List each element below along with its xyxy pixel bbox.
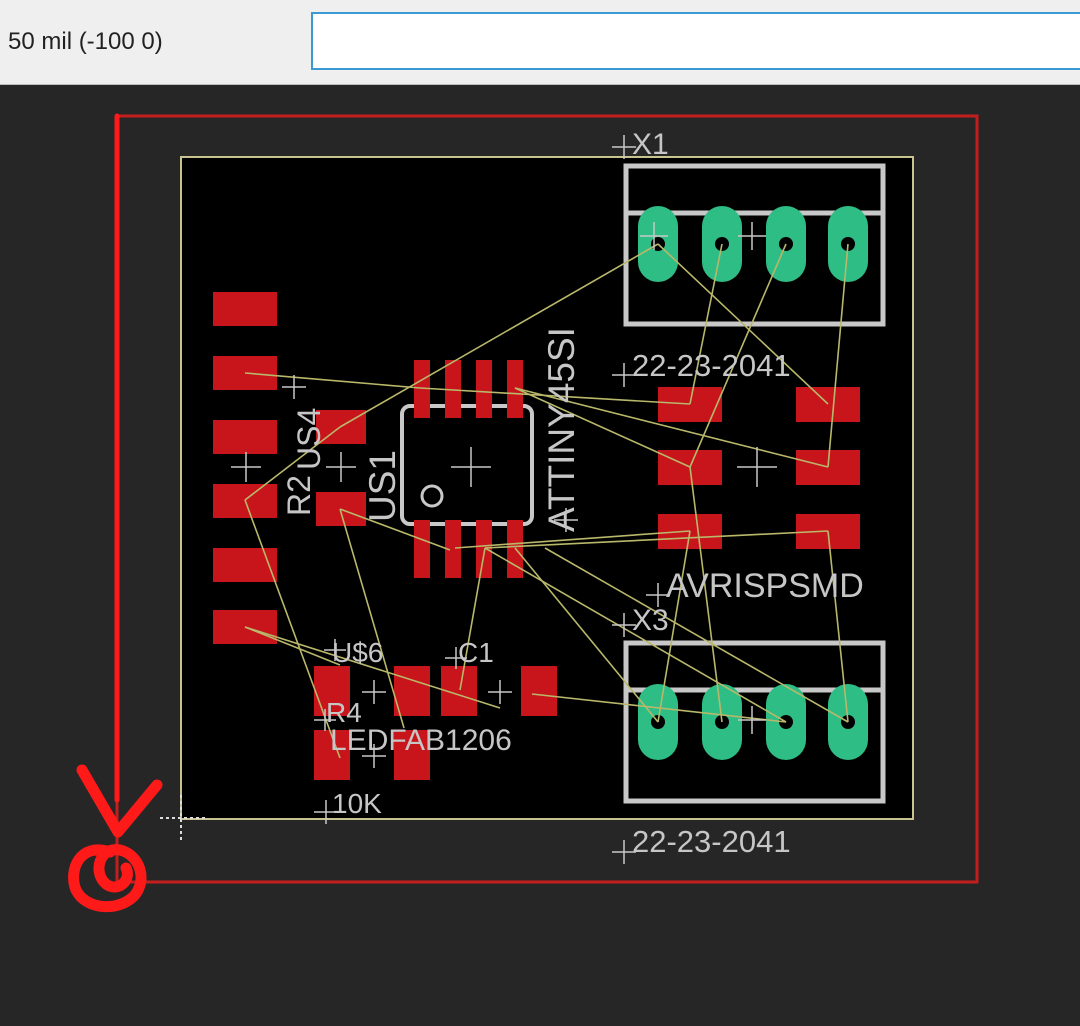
hand-annotation — [68, 113, 163, 913]
label-r2: R2 — [281, 475, 317, 516]
command-toolbar: 50 mil (-100 0) — [0, 0, 1080, 85]
smd-pads-small-parts[interactable] — [314, 666, 557, 780]
command-input[interactable] — [311, 12, 1080, 70]
label-c1: C1 — [458, 637, 494, 668]
coordinate-readout: 50 mil (-100 0) — [8, 28, 163, 55]
smd-pads-ic[interactable] — [414, 360, 523, 578]
label-ic-value: ATTINY45SI — [541, 327, 582, 532]
label-x1: X1 — [632, 128, 669, 161]
ic-body[interactable] — [400, 404, 534, 526]
board-canvas[interactable]: X1 22-23-2041 X3 22-23-2041 AVRISPSMD AT… — [0, 85, 1080, 1026]
origin-crosses — [231, 135, 777, 864]
label-x3: X3 — [632, 604, 669, 637]
label-us6: U$6 — [332, 637, 383, 668]
smd-pads-avrisp[interactable] — [658, 387, 860, 549]
label-x1-value: 22-23-2041 — [632, 348, 791, 383]
airwires — [244, 243, 849, 759]
label-r4: R4 — [326, 697, 362, 728]
label-led: LEDFAB1206 — [330, 724, 512, 757]
label-ic-name: US1 — [362, 450, 403, 522]
label-us4: US4 — [291, 408, 327, 470]
label-x3-value: 22-23-2041 — [632, 824, 791, 859]
label-r-value: 10K — [332, 788, 382, 819]
cursor-crosshair — [160, 795, 205, 840]
label-avrisp: AVRISPSMD — [666, 567, 864, 605]
